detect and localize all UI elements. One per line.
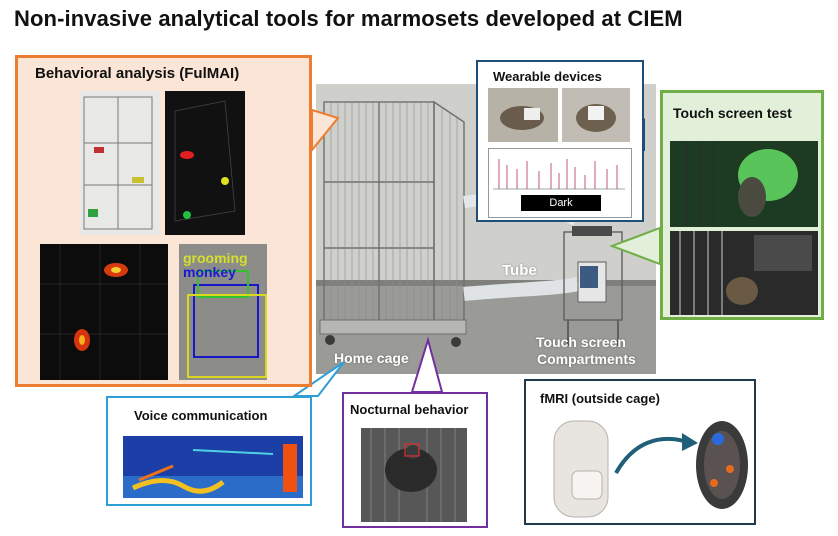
3d-tracking-plot (165, 91, 245, 235)
voice-communication-panel: Voice communication (106, 396, 312, 506)
outer-bounding-box (187, 294, 267, 378)
detection-image: grooming monkey (179, 244, 267, 380)
wearable-devices-panel: Wearable devices Dark (476, 60, 644, 222)
location-heatmap (40, 244, 168, 380)
compartments-label: Compartments (537, 351, 636, 367)
behavioral-analysis-title: Behavioral analysis (FulMAI) (35, 65, 240, 82)
page-title: Non-invasive analytical tools for marmos… (14, 6, 683, 31)
grooming-overlay-label: grooming (183, 250, 248, 266)
touch-screen-test-title: Touch screen test (673, 105, 792, 121)
activity-chart: Dark (488, 148, 632, 218)
monkey-bounding-box (193, 284, 259, 358)
grooming-bounding-box (197, 270, 249, 298)
touch-screen-test-panel: Touch screen test (660, 90, 824, 320)
cage-camera-image (80, 91, 160, 235)
fmri-title: fMRI (outside cage) (540, 391, 660, 406)
behavioral-analysis-panel: Behavioral analysis (FulMAI) (15, 55, 312, 387)
voice-communication-title: Voice communication (134, 408, 268, 423)
wearable-devices-title: Wearable devices (493, 69, 602, 84)
dark-period-label: Dark (521, 195, 601, 211)
monkey-overlay-label: monkey (183, 264, 236, 280)
wearable-photo-right (562, 88, 630, 142)
fmri-panel: fMRI (outside cage) (524, 379, 756, 525)
nocturnal-behavior-panel: Nocturnal behavior (342, 392, 488, 528)
touch-screen-label: Touch screen (536, 334, 626, 350)
spectrogram (123, 436, 303, 498)
night-camera-image (361, 428, 467, 522)
nocturnal-behavior-title: Nocturnal behavior (350, 402, 469, 417)
touch-screen-camera-bottom (670, 231, 818, 315)
wearable-photo-left (488, 88, 558, 142)
fmri-illustration (553, 420, 748, 518)
home-cage-label: Home cage (334, 350, 409, 366)
tube-label: Tube (502, 262, 537, 279)
touch-screen-camera-top (670, 141, 818, 227)
